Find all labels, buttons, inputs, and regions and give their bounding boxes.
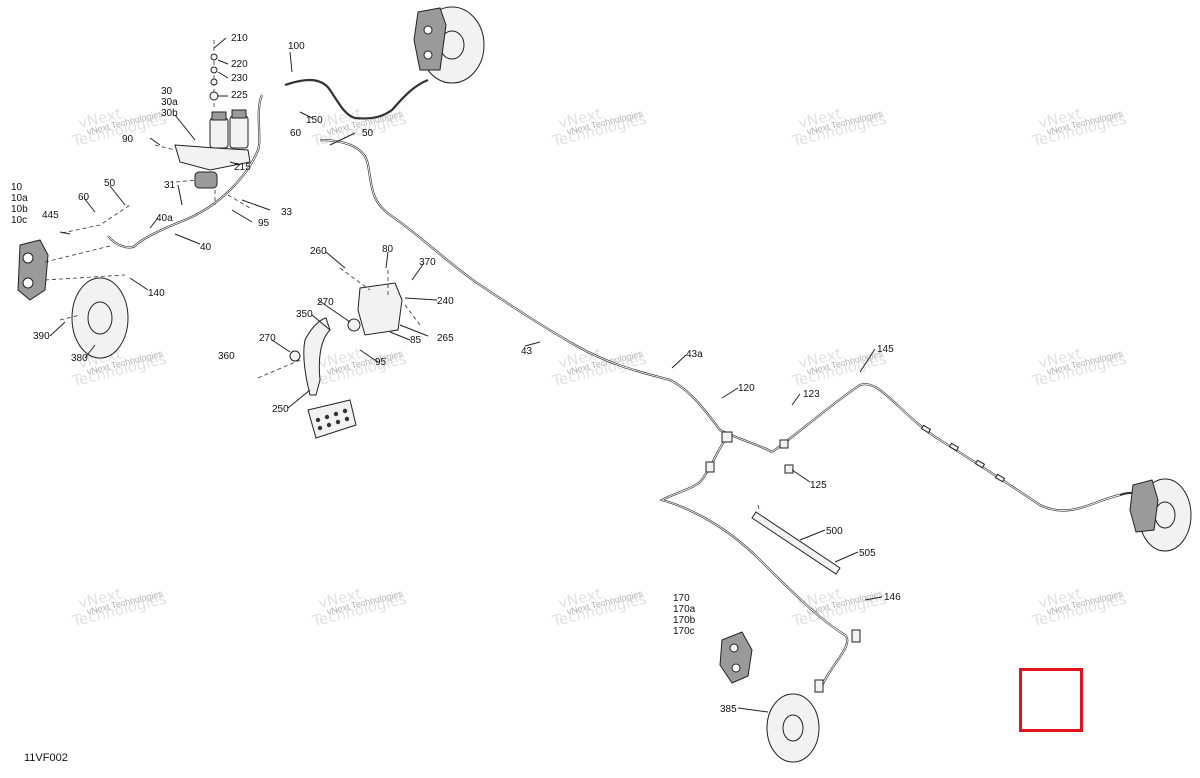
callout-170a: 170a [673,604,696,615]
callout-170b: 170b [673,615,696,626]
brake-pedal-assembly [257,267,421,439]
callout-43a: 43a [686,349,703,360]
front-right-caliper [413,6,485,84]
callout-10c: 10c [11,215,27,226]
callout-265: 265 [437,333,454,344]
callout-505: 505 [859,548,876,559]
callout-390: 390 [33,331,50,342]
callout-80: 80 [382,244,394,255]
callout-140: 140 [148,288,165,299]
callout-30: 30 [161,86,173,97]
callout-445: 445 [42,210,59,221]
callout-30a: 30a [161,97,178,108]
callout-10a: 10a [11,193,28,204]
callout-123: 123 [803,389,820,400]
callout-146: 146 [884,592,901,603]
leader-lines [49,37,883,713]
callout-150: 150 [306,115,323,126]
callout-370: 370 [419,257,436,268]
figure-code: 11VF002 [24,752,68,764]
callout-350: 350 [296,309,313,320]
callout-33: 33 [281,207,293,218]
callout-250: 250 [272,404,289,415]
callout-60-top: 60 [290,128,302,139]
callout-120: 120 [738,383,755,394]
callout-40a: 40a [156,213,173,224]
callout-125: 125 [810,480,827,491]
callout-215: 215 [234,162,251,173]
callout-31: 31 [164,180,176,191]
callout-240: 240 [437,296,454,307]
callout-385: 385 [720,704,737,715]
callout-270-a: 270 [317,297,334,308]
callout-95-mid: 95 [375,357,387,368]
callout-225: 225 [231,90,248,101]
callout-50-left: 50 [104,178,116,189]
callout-30b: 30b [161,108,178,119]
callout-90: 90 [122,134,134,145]
rear-left-caliper [719,631,820,763]
callout-50-top: 50 [362,128,374,139]
callout-labels: 210 220 230 225 100 30 30a 30b 150 90 60… [11,33,901,715]
callout-60-left: 60 [78,192,90,203]
callout-170c: 170c [673,626,695,637]
callout-360: 360 [218,351,235,362]
highlight-box [1019,668,1083,732]
master-cylinder [154,40,251,209]
callout-270-b: 270 [259,333,276,344]
callout-10: 10 [11,182,23,193]
callout-100: 100 [288,41,305,52]
front-left-caliper [17,204,131,359]
callout-95-top: 95 [258,218,270,229]
callout-220: 220 [231,59,248,70]
rear-right-caliper [1129,478,1192,552]
callout-210: 210 [231,33,248,44]
callout-85: 85 [410,335,422,346]
callout-380: 380 [71,353,88,364]
callout-10b: 10b [11,204,28,215]
callout-40: 40 [200,242,212,253]
callout-170: 170 [673,593,690,604]
callout-230: 230 [231,73,248,84]
rear-bracket [751,504,841,575]
callout-43: 43 [521,346,533,357]
main-brake-line [107,78,1149,693]
callout-145: 145 [877,344,894,355]
callout-260: 260 [310,246,327,257]
callout-500: 500 [826,526,843,537]
